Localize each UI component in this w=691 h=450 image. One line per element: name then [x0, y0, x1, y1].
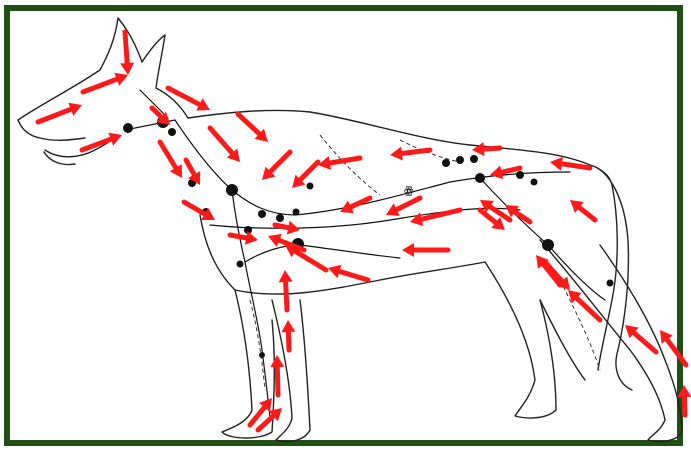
- flow-arrow: [230, 231, 258, 245]
- flow-arrow-shaft: [83, 79, 117, 92]
- flow-arrow: [82, 133, 122, 150]
- flow-arrow: [83, 73, 128, 92]
- flow-arrow-shaft: [168, 88, 199, 104]
- flow-arrow-shaft: [125, 32, 127, 63]
- flow-arrow: [340, 198, 370, 213]
- flow-arrow-shaft: [38, 109, 71, 122]
- flow-arrow-shaft: [330, 158, 360, 163]
- flow-arrow: [275, 221, 300, 235]
- flow-arrow-shaft: [275, 225, 288, 228]
- flow-arrow-shaft: [300, 162, 318, 180]
- flow-arrow-shaft: [288, 332, 289, 350]
- flow-arrow: [480, 200, 510, 220]
- flow-arrow-head: [677, 385, 691, 397]
- flow-arrow-shaft: [286, 282, 287, 310]
- flow-arrow-head: [120, 63, 134, 75]
- flow-arrow: [38, 103, 82, 122]
- flow-arrow-shaft: [270, 152, 290, 172]
- flow-arrow: [184, 202, 215, 220]
- flow-arrow-head: [390, 147, 403, 161]
- flow-arrow: [238, 114, 268, 142]
- flow-arrow-head: [328, 265, 342, 278]
- flow-arrow: [168, 88, 210, 111]
- flow-arrow: [281, 320, 295, 350]
- flow-arrow-shaft: [230, 235, 246, 238]
- flow-arrow: [472, 142, 500, 156]
- flow-arrow-head: [270, 355, 284, 367]
- flow-arrow-shaft: [684, 397, 685, 415]
- flow-arrow-head: [279, 270, 293, 282]
- flow-arrow: [292, 162, 318, 188]
- flow-arrow: [386, 198, 420, 216]
- flow-arrow: [490, 165, 520, 179]
- flow-arrow-shaft: [351, 198, 370, 207]
- flow-arrow: [328, 265, 368, 280]
- flow-arrow: [545, 262, 570, 290]
- flow-arrow-shaft: [184, 202, 205, 214]
- flow-arrow-head: [410, 212, 423, 226]
- flow-arrow: [160, 142, 182, 178]
- flow-arrow: [410, 210, 460, 226]
- flow-arrow-shaft: [339, 271, 368, 280]
- flow-arrow-shaft: [402, 150, 430, 154]
- flow-arrow-shaft: [82, 139, 111, 150]
- flow-arrow: [318, 156, 360, 170]
- flow-arrow: [279, 270, 293, 310]
- flow-arrow-shaft: [210, 128, 232, 153]
- flow-arrow-shaft: [667, 340, 686, 365]
- flow-arrow-shaft: [397, 198, 420, 210]
- flow-arrow-shaft: [160, 142, 176, 168]
- lymph-flow-arrows: [38, 32, 691, 430]
- flow-arrow-head: [402, 243, 414, 257]
- flow-arrow: [402, 243, 448, 257]
- flow-arrow-shaft: [562, 164, 590, 168]
- flow-arrow: [210, 128, 240, 162]
- flow-arrow-shaft: [277, 367, 278, 395]
- flow-arrow-shaft: [186, 160, 194, 175]
- flow-arrow-shaft: [295, 251, 326, 270]
- flow-arrow: [660, 330, 686, 365]
- flow-arrow: [270, 355, 284, 395]
- flow-arrow: [570, 200, 595, 220]
- flow-arrow: [568, 290, 600, 320]
- vessel-glyph: ꙮ: [404, 184, 414, 197]
- flow-arrow-head: [490, 165, 503, 179]
- flow-arrow-shaft: [634, 333, 656, 352]
- flow-arrow-shaft: [258, 416, 273, 430]
- flow-arrow: [390, 147, 430, 161]
- flow-arrow-shaft: [579, 207, 595, 220]
- flow-arrow-head: [281, 320, 295, 332]
- flow-arrow-shaft: [238, 114, 259, 134]
- flow-arrow-shaft: [502, 168, 520, 172]
- flow-arrow-shaft: [484, 148, 500, 149]
- flow-arrow-head: [550, 157, 563, 171]
- flow-arrow-shaft: [480, 210, 496, 223]
- flow-arrow: [262, 152, 290, 180]
- flow-arrow-head: [472, 142, 484, 156]
